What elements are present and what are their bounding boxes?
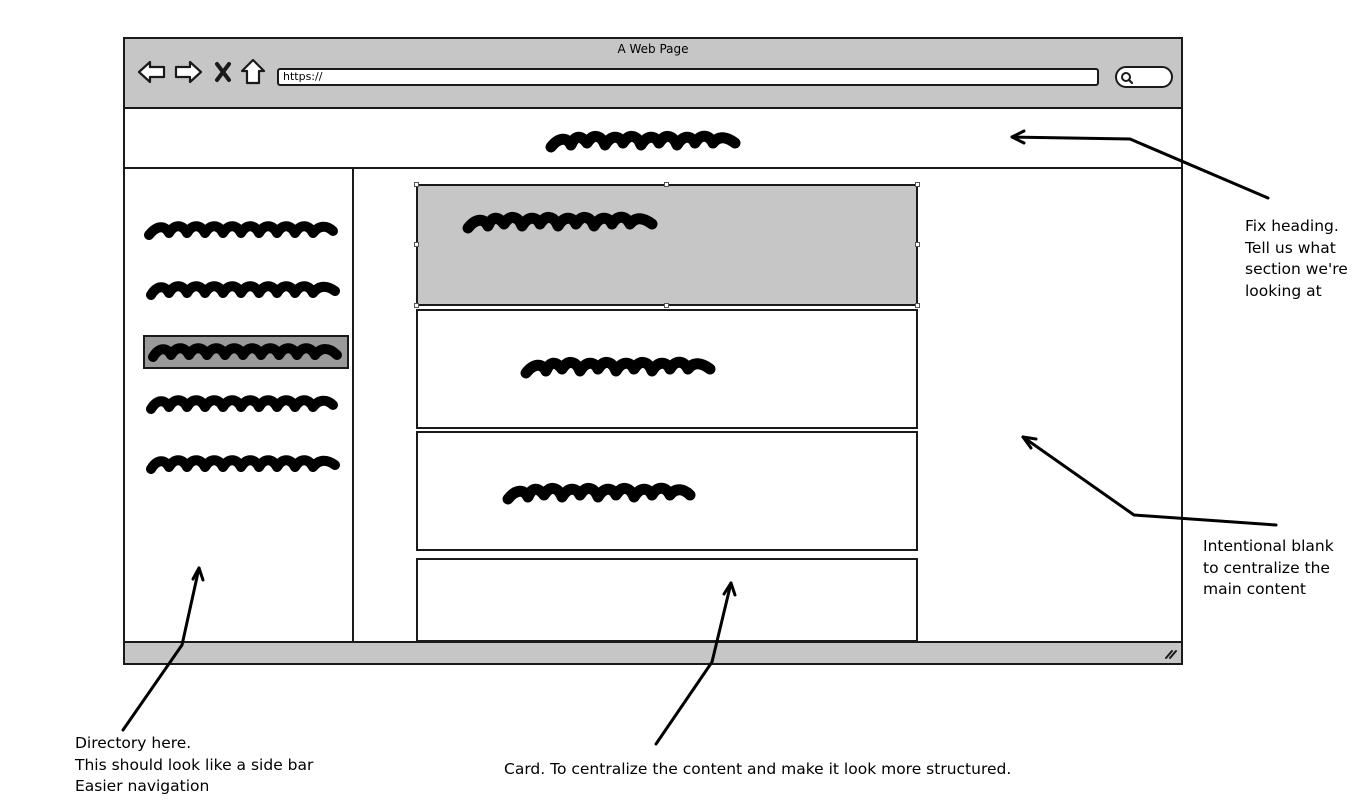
note-blank: Intentional blank to centralize the main… — [1203, 536, 1334, 601]
selection-handle[interactable] — [915, 303, 920, 308]
browser-status-bar — [125, 641, 1181, 663]
sidebar-item-scribble — [148, 343, 342, 362]
note-line: section we're — [1245, 260, 1348, 278]
window-title: A Web Page — [617, 42, 689, 56]
selection-handle[interactable] — [915, 182, 920, 187]
home-icon[interactable] — [239, 58, 267, 86]
page-header — [125, 111, 1181, 169]
note-line: Fix heading. — [1245, 217, 1339, 235]
card[interactable] — [416, 558, 918, 642]
search-button[interactable] — [1115, 66, 1173, 88]
note-line: to centralize the — [1203, 558, 1330, 577]
sidebar-item-scribble — [146, 395, 338, 414]
sidebar-item-scribble — [146, 281, 340, 300]
sidebar-item[interactable] — [143, 215, 349, 245]
note-directory: Directory here. This should look like a … — [75, 733, 313, 798]
close-x-icon[interactable] — [214, 61, 232, 85]
card[interactable] — [416, 309, 918, 429]
card[interactable] — [416, 431, 918, 551]
browser-title-bar: A Web Page https:// — [125, 39, 1181, 109]
sidebar-item[interactable] — [143, 449, 349, 479]
resize-grip-icon[interactable] — [1161, 646, 1177, 660]
sidebar-item-scribble — [144, 221, 338, 240]
note-card: Card. To centralize the content and make… — [504, 760, 1012, 778]
note-heading: Fix heading. Tell us what section we're … — [1245, 216, 1348, 302]
url-bar[interactable]: https:// — [277, 68, 1099, 86]
note-line: main content — [1203, 580, 1306, 598]
heading-scribble — [545, 130, 741, 153]
note-line: Tell us what — [1245, 238, 1336, 257]
sidebar-item[interactable] — [143, 275, 349, 305]
browser-window: A Web Page https:// — [123, 37, 1183, 665]
selection-handle[interactable] — [915, 242, 920, 247]
sidebar-item[interactable] — [143, 389, 349, 419]
note-line: looking at — [1245, 281, 1322, 300]
back-arrow-icon[interactable] — [137, 59, 167, 87]
sidebar — [125, 169, 354, 641]
magnifier-icon — [1121, 72, 1134, 85]
note-line: Easier navigation — [75, 777, 210, 795]
card-title-scribble — [520, 356, 716, 379]
selection-handle[interactable] — [414, 182, 419, 187]
sidebar-item-selected[interactable] — [143, 335, 349, 369]
selection-handle[interactable] — [664, 303, 669, 308]
card-selected[interactable] — [416, 184, 918, 306]
url-text: https:// — [283, 70, 323, 83]
card-title-scribble — [502, 482, 696, 505]
forward-arrow-icon[interactable] — [173, 59, 203, 87]
note-line: Directory here. — [75, 734, 192, 752]
card-title-scribble — [462, 211, 658, 234]
selection-handle[interactable] — [414, 242, 419, 247]
selection-handle[interactable] — [414, 303, 419, 308]
note-line: Intentional blank — [1203, 537, 1334, 555]
selection-handle[interactable] — [664, 182, 669, 187]
note-line: This should look like a side bar — [75, 755, 314, 774]
sidebar-item-scribble — [146, 455, 340, 474]
